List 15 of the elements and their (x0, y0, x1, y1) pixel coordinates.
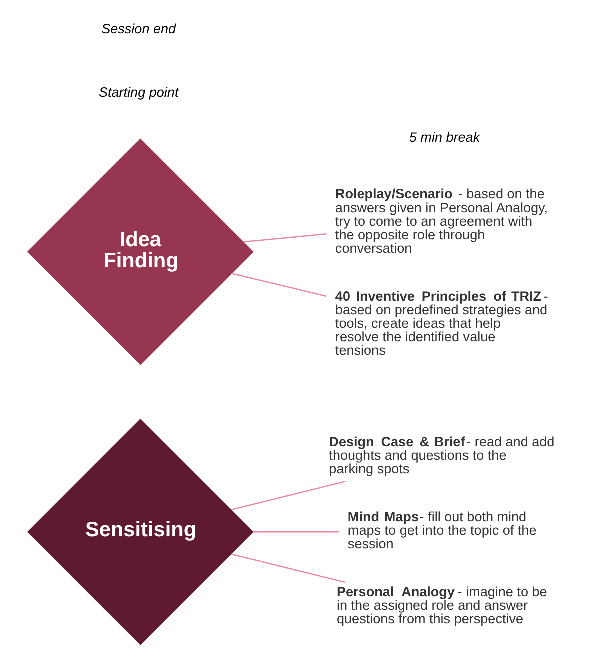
label: Session end (101, 22, 176, 37)
label: Starting point (98, 85, 178, 100)
connector (230, 481, 346, 511)
node-text: Mind Maps- fill out both mind maps to get into the topic of the session (347, 510, 536, 552)
node-diamond: Sensitising (26, 418, 254, 646)
connector (230, 554, 346, 584)
node-diamond: Idea Finding (26, 138, 254, 366)
label: 5 min break (408, 130, 480, 145)
node-text: Personal Analogy - imagine to be in the assigned role and answer questions from this perspective (336, 584, 547, 627)
connector (243, 234, 326, 243)
node-text: 40 Inventive Principles of TRIZ - based on predefined strategies and tools, create ideas that help resolve the identified value tensions (334, 288, 548, 358)
node-text: Design Case & Brief- read and add thoughts and questions to the parking spots (328, 434, 554, 477)
connector (231, 273, 326, 298)
node-text: Roleplay/Scenario - based on the answers given in Personal Analogy, try to come to an agreement with the opposite role through conversation (334, 186, 548, 256)
connector (253, 532, 339, 533)
